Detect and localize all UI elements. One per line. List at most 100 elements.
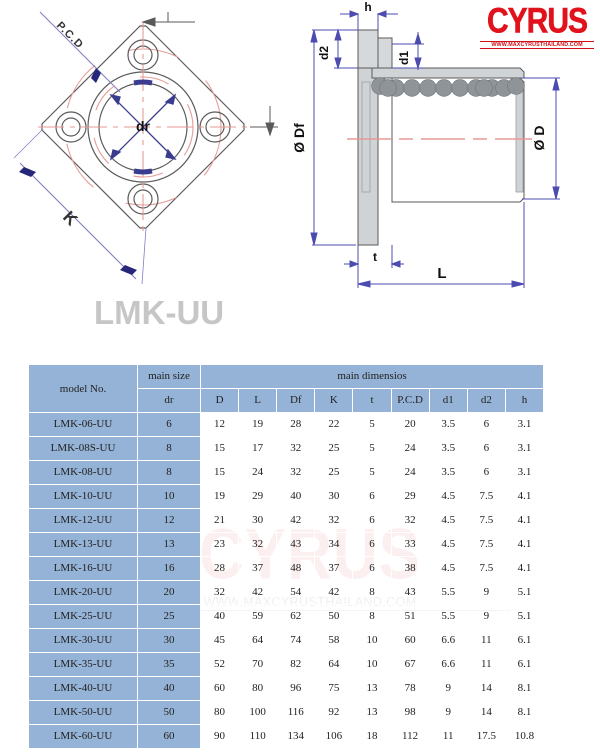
cell-pcd: 24 bbox=[390, 460, 430, 485]
cell-d: 90 bbox=[199, 724, 240, 749]
cell-pcd: 24 bbox=[390, 436, 430, 461]
cell-dr: 6 bbox=[137, 412, 201, 437]
cell-d2: 6 bbox=[466, 436, 506, 461]
cell-model-no: LMK-08-UU bbox=[28, 460, 138, 485]
l-dimension: L bbox=[357, 202, 525, 288]
cell-d1: 5.5 bbox=[428, 604, 468, 629]
cell-k: 75 bbox=[314, 676, 354, 701]
cell-df: 43 bbox=[276, 532, 316, 557]
cell-df: 28 bbox=[276, 412, 316, 437]
cell-d: 12 bbox=[199, 412, 240, 437]
specification-table: model No. main size main dimensios dr D … bbox=[28, 364, 545, 749]
d-dimension: Ø D bbox=[522, 77, 560, 200]
dr-label: dr bbox=[136, 118, 151, 134]
cell-t: 6 bbox=[352, 532, 392, 557]
front-view-drawing: P.C.D K dr bbox=[0, 0, 292, 292]
cell-l: 80 bbox=[238, 676, 278, 701]
logo-brand-text: CYRUS bbox=[486, 1, 589, 41]
header-col-k: K bbox=[314, 388, 354, 413]
cell-d2: 6 bbox=[466, 412, 506, 437]
header-col-d1: d1 bbox=[428, 388, 468, 413]
header-col-dr: dr bbox=[137, 388, 201, 413]
table-header-row-2: dr D L Df K t P.C.D d1 d2 h bbox=[29, 388, 545, 413]
cell-k: 32 bbox=[314, 508, 354, 533]
cell-k: 106 bbox=[314, 724, 354, 749]
cell-model-no: LMK-35-UU bbox=[28, 652, 138, 677]
cell-d: 23 bbox=[199, 532, 240, 557]
cell-k: 64 bbox=[314, 652, 354, 677]
cell-k: 25 bbox=[314, 460, 354, 485]
cell-d2: 11 bbox=[466, 628, 506, 653]
cell-model-no: LMK-13-UU bbox=[28, 532, 138, 557]
cell-d: 19 bbox=[199, 484, 240, 509]
section-view-drawing: h d2 d1 Ø Df bbox=[292, 0, 600, 300]
cell-l: 37 bbox=[238, 556, 278, 581]
cell-d: 32 bbox=[199, 580, 240, 605]
cell-d1: 11 bbox=[428, 724, 468, 749]
cell-model-no: LMK-60-UU bbox=[28, 724, 138, 749]
cell-pcd: 43 bbox=[390, 580, 430, 605]
cell-d: 40 bbox=[199, 604, 240, 629]
cell-d: 45 bbox=[199, 628, 240, 653]
cell-model-no: LMK-40-UU bbox=[28, 676, 138, 701]
cell-l: 29 bbox=[238, 484, 278, 509]
cell-t: 5 bbox=[352, 436, 392, 461]
cell-df: 40 bbox=[276, 484, 316, 509]
cell-pcd: 78 bbox=[390, 676, 430, 701]
cell-l: 42 bbox=[238, 580, 278, 605]
cell-df: 48 bbox=[276, 556, 316, 581]
cell-dr: 40 bbox=[137, 676, 201, 701]
cell-model-no: LMK-20-UU bbox=[28, 580, 138, 605]
cell-pcd: 20 bbox=[390, 412, 430, 437]
cell-t: 6 bbox=[352, 556, 392, 581]
pcd-label: P.C.D bbox=[54, 20, 86, 52]
cell-d2: 7.5 bbox=[466, 508, 506, 533]
cell-t: 6 bbox=[352, 508, 392, 533]
cell-pcd: 32 bbox=[390, 508, 430, 533]
cell-pcd: 67 bbox=[390, 652, 430, 677]
cell-h: 4.1 bbox=[504, 484, 545, 509]
cell-model-no: LMK-08S-UU bbox=[28, 436, 138, 461]
cell-d: 52 bbox=[199, 652, 240, 677]
cell-df: 134 bbox=[276, 724, 316, 749]
cell-d1: 3.5 bbox=[428, 436, 468, 461]
t-label: t bbox=[373, 250, 377, 264]
h-dimension: h bbox=[340, 0, 398, 30]
cell-d1: 6.6 bbox=[428, 628, 468, 653]
d1-label: d1 bbox=[397, 51, 411, 65]
cell-df: 96 bbox=[276, 676, 316, 701]
cell-t: 5 bbox=[352, 412, 392, 437]
inner-wall-left bbox=[361, 81, 371, 193]
company-logo: CYRUS WWW.MAXCYRUSTHAILAND.COM bbox=[480, 1, 594, 50]
cell-dr: 20 bbox=[137, 580, 201, 605]
cell-d: 21 bbox=[199, 508, 240, 533]
cell-d2: 17.5 bbox=[466, 724, 506, 749]
header-col-d: D bbox=[199, 388, 240, 413]
cell-d1: 5.5 bbox=[428, 580, 468, 605]
table-header-row-1: model No. main size main dimensios bbox=[28, 364, 544, 413]
cell-d: 80 bbox=[199, 700, 240, 725]
cell-d2: 14 bbox=[466, 676, 506, 701]
cell-h: 8.1 bbox=[504, 676, 545, 701]
k-label: K bbox=[59, 207, 82, 230]
d1-dimension: d1 bbox=[392, 32, 424, 70]
cell-t: 8 bbox=[352, 604, 392, 629]
cell-model-no: LMK-30-UU bbox=[28, 628, 138, 653]
cell-d2: 9 bbox=[466, 580, 506, 605]
cell-h: 5.1 bbox=[504, 604, 545, 629]
cell-l: 59 bbox=[238, 604, 278, 629]
cell-pcd: 38 bbox=[390, 556, 430, 581]
cell-d1: 4.5 bbox=[428, 484, 468, 509]
cell-dr: 12 bbox=[137, 508, 201, 533]
